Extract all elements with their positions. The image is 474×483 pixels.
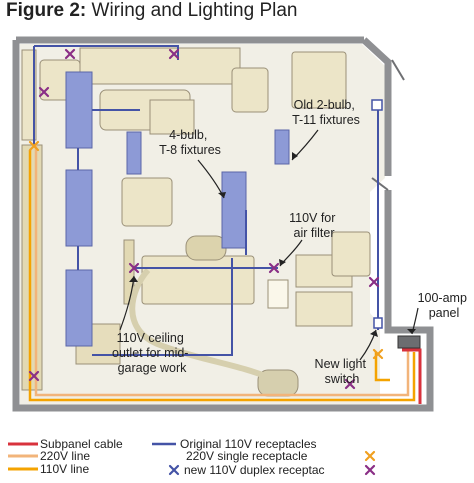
legend: Subpanel cable 220V line 110V line Origi… xyxy=(8,437,376,477)
receptacle-right-top xyxy=(371,99,383,111)
figure-number: Figure 2: xyxy=(6,0,87,21)
duplex-receptacle-8 xyxy=(344,378,356,390)
callout-new-fixtures-line1: 4-bulb, xyxy=(169,128,207,142)
garage-floor xyxy=(20,44,385,405)
callout-panel-line1: 100-amp xyxy=(418,291,467,305)
single-receptacle-1 xyxy=(28,140,40,152)
line-220v xyxy=(34,145,410,397)
callout-arrowheads xyxy=(129,152,416,337)
dust-collector-hose xyxy=(129,267,272,381)
original-110v-wiring xyxy=(33,45,379,356)
new-fixture-1 xyxy=(65,71,93,149)
duplex-receptacle-1 xyxy=(64,48,76,60)
legend-duplex-marker-left xyxy=(168,464,180,476)
single-220v-receptacles xyxy=(28,140,384,360)
new-4-bulb-fixtures xyxy=(65,71,247,347)
legend-subpanel-label: Subpanel cable xyxy=(40,437,123,451)
callout-old-fixtures-line1: Old 2-bulb, xyxy=(294,98,355,112)
duplex-receptacle-6 xyxy=(28,370,40,382)
callout-new-fixtures: 4-bulb, T-8 fixtures xyxy=(159,128,221,157)
callout-air-filter-line2: air filter xyxy=(294,226,335,240)
new-fixture-2 xyxy=(65,169,93,247)
figure-title-text: Wiring and Lighting Plan xyxy=(91,0,298,21)
legend-original-label: Original 110V receptacles xyxy=(180,437,317,451)
callout-new-fixtures-line2: T-8 fixtures xyxy=(159,143,221,157)
legend-duplex-label: new 110V duplex receptac xyxy=(184,463,325,477)
callout-panel-line2: panel xyxy=(429,306,460,320)
legend-220v-label: 220V line xyxy=(40,449,90,463)
callout-light-switch-line1: New light xyxy=(315,357,367,371)
callout-ceiling-outlet-line2: outlet for mid- xyxy=(112,346,188,360)
legend-duplex-marker-right xyxy=(364,464,376,476)
duplex-receptacle-3 xyxy=(268,262,280,274)
legend-110v-label: 110V line xyxy=(40,462,89,476)
100-amp-panel xyxy=(397,335,421,349)
subpanel-cable xyxy=(402,348,422,404)
new-fixture-3 xyxy=(65,269,93,347)
window-top-right xyxy=(391,59,405,81)
callout-light-switch: New light switch xyxy=(315,357,370,386)
old-fixture-1 xyxy=(126,131,142,175)
callout-panel: 100-amp panel xyxy=(418,291,471,320)
callout-air-filter: 110V for air filter xyxy=(289,211,339,240)
new-duplex-receptacles xyxy=(28,48,380,390)
old-2-bulb-fixtures xyxy=(126,129,290,175)
legend-single-220-label: 220V single receptacle xyxy=(186,449,308,463)
duplex-receptacle-5 xyxy=(368,276,380,288)
old-fixture-2 xyxy=(274,129,290,165)
duplex-receptacle-7 xyxy=(38,86,50,98)
light-switch xyxy=(373,317,383,329)
duplex-receptacle-2 xyxy=(168,48,180,60)
callout-air-filter-line1: 110V for xyxy=(289,211,335,225)
garage-walls xyxy=(12,36,434,412)
callout-light-switch-line2: switch xyxy=(325,372,360,386)
single-receptacle-2 xyxy=(372,348,384,360)
callout-old-fixtures-line2: T-11 fixtures xyxy=(292,113,360,127)
line-110v xyxy=(28,150,416,402)
door-right xyxy=(371,177,389,191)
callout-old-fixtures: Old 2-bulb, T-11 fixtures xyxy=(292,98,360,127)
callout-ceiling-outlet: 110V ceiling outlet for mid- garage work xyxy=(112,331,192,375)
legend-single-220-marker xyxy=(364,450,376,462)
callout-ceiling-outlet-line1: 110V ceiling xyxy=(117,331,184,345)
duplex-receptacle-4 xyxy=(128,262,140,274)
figure-title: Figure 2: Wiring and Lighting Plan xyxy=(6,0,297,22)
new-fixture-4 xyxy=(221,171,247,249)
callout-ceiling-outlet-line3: garage work xyxy=(118,361,188,375)
